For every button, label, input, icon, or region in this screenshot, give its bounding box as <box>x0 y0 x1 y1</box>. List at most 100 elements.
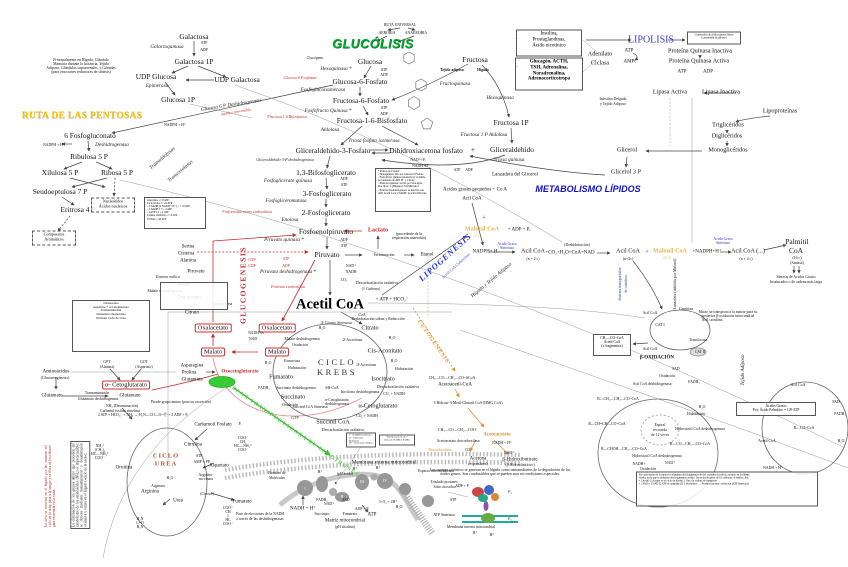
sintetasa: Sintetasa <box>716 240 730 245</box>
krebs-cycle-ring <box>272 323 388 421</box>
box-line: - 1 ATP x 2 = 2 ATP <box>147 211 169 215</box>
h-o: H₂O <box>264 360 272 365</box>
insulina-box: Insulina,Prostaglandinas,Ácido nicotínic… <box>516 29 582 57</box>
transaminación: Transaminación <box>84 390 110 395</box>
ampc: AMPc <box>623 59 637 65</box>
de-12-veces: de 12 veces <box>651 432 669 437</box>
edge <box>467 407 485 428</box>
glycolysis-title: GLUCÓLISIS <box>332 37 414 51</box>
amp-pp: AMP + PPᵢ <box>193 459 211 464</box>
palmitil: Palmitil <box>785 237 809 247</box>
h-o: H₂O <box>698 404 706 409</box>
pierde-grupo-amino-para-su-exc: Pierde grupo amino (para su excreción) <box>151 399 211 404</box>
puntos-de-control-box: * Puntos de Control- Hexoquinasa: inh. p… <box>375 168 431 212</box>
box-line: Piruvato Ciclo de Urea <box>96 315 126 320</box>
fructosa-1-p-aldolasa: Fructosa 1 P Aldolasa <box>460 132 508 139</box>
cis-aconitato: Cis-Aconitato <box>367 347 403 355</box>
gluconeogenesis-title: GLUCOGENESIS <box>238 245 248 325</box>
deshidrogenasa: Deshidrogenasa <box>95 142 129 149</box>
fructosa-6-fosfato: Fructosa-6-Fosfato <box>332 96 390 106</box>
sugar-ring-structure-icon <box>408 96 420 110</box>
fadh: FADH₂ <box>258 385 270 390</box>
en-cada-vuelta-de-la-espiral-s-box: En cada vuelta de la espiral se eliminan… <box>636 471 818 507</box>
box-line: Cadena Oxidativa => 6 ATP <box>147 214 178 218</box>
nadph-h: NADPH + H⁺ <box>164 122 186 127</box>
piruvato-deshidrogenasa: Piruvato deshidrogenasa * <box>259 269 317 276</box>
cetoglutarato: α-Cetoglutarato <box>358 402 398 410</box>
nad: NAD <box>248 336 258 341</box>
galactosa-1p: Galactosa 1P <box>174 57 214 67</box>
procedente-de-la-respiración-a: (procedente de la respiración anaerobia) <box>392 231 426 240</box>
nadh: NADH+ <box>632 461 646 466</box>
synthase-lobe-orange <box>491 493 499 501</box>
atp-sintetasa: ATP Sintetasa <box>433 512 455 517</box>
h: H⁺ <box>489 532 495 537</box>
2-c: (2 c) <box>663 255 671 260</box>
edge <box>197 65 227 78</box>
3-hidroxi-3-metil-glutaril-coa: 3-Hidroxi-3-Metil-Glutaril CoA (HMG CoA) <box>433 400 503 405</box>
paso-de-electrones-de-la-nadh: Paso de electrones de la NADH <box>235 511 285 516</box>
acil-coa: Acil CoA (...) <box>731 247 765 255</box>
box-line: Prostaglandinas, <box>532 37 566 43</box>
gliceraldehido-3-p-deshidrogen: Gliceraldehido-3-P deshidrogenasa <box>256 156 314 162</box>
hexoquinasa: Hexoquinasa * <box>320 66 352 73</box>
label: + <box>482 214 486 222</box>
síntesis-de-acidos-grasos: Síntesis de Acidos Grasos <box>776 274 816 279</box>
aspartato: Aspartato <box>209 463 229 469</box>
gdp: GDP <box>248 263 256 268</box>
udp-galactosa: UDP Galactosa <box>214 75 260 85</box>
panel-box <box>160 282 228 310</box>
complex-iii <box>355 474 369 490</box>
edge <box>162 498 171 506</box>
box-line: - Piruvato Quinasa: se inh. por Glucagón… <box>378 182 423 186</box>
oxalacetato-node: Oxalacetato <box>194 323 232 333</box>
xilulosa-5-p: Xilulosa 5 P <box>41 168 79 178</box>
edge <box>102 386 229 559</box>
acetona: Acetona <box>469 456 487 462</box>
ribulosa-5-p: Ribulosa 5 P <box>70 152 108 162</box>
box-line: En cada vuelta de la espiral se eliminan… <box>639 473 750 477</box>
nad-p: NAD⁺+Pᵢ <box>410 157 426 162</box>
glutamato: Glutamato <box>119 393 141 399</box>
triglicéridos: Triglicéridos <box>712 121 744 129</box>
succinil-coa: Succinil CoA <box>316 418 350 426</box>
edge <box>281 259 316 322</box>
gluconeogénesis: (Gluconeogénesis) <box>40 375 70 380</box>
fadh: FADH₂ <box>316 497 328 502</box>
etanol: Etanol <box>420 252 434 258</box>
glucosa-1p: Glucosa 1P <box>161 95 195 105</box>
edge <box>119 179 846 449</box>
sugar-ring-structure-icon <box>420 117 434 130</box>
co-h-o-coa-nad: +CO₂+H₂O+CoA+NAD <box>545 250 595 256</box>
box-line: TOTAL = 38 ATP <box>147 217 167 221</box>
h-o: H₂O <box>837 438 845 443</box>
arginasa: Arginasa <box>151 483 165 488</box>
edge <box>202 462 215 469</box>
edge <box>407 27 416 31</box>
box-line: Noradrenalina, <box>532 71 566 76</box>
de-carnitina: de carnitina <box>623 275 628 293</box>
atp: ATP <box>195 453 203 458</box>
fad: FAD <box>832 399 840 404</box>
box-line: * Puntos de Control <box>378 170 400 173</box>
edge <box>340 311 363 325</box>
complex-blob <box>399 483 411 495</box>
edge <box>210 492 235 501</box>
cat-i: CAT I <box>655 322 665 327</box>
edge <box>111 84 334 135</box>
acil-coa: Acil CoA <box>642 346 658 351</box>
citrulina: Citrulina <box>184 442 202 448</box>
atp: ATP <box>453 167 461 172</box>
6-fosfogluconato: 6 Fosfogluconato <box>64 131 116 141</box>
glucagón-acth-box: Glucagón, ACTH,TSH, Adrenalina,Noradrena… <box>515 57 583 91</box>
cisteína: Cisteína <box>177 251 195 257</box>
hígado: Hígado <box>477 67 489 72</box>
citrato: Citrato <box>361 324 379 332</box>
box-line: - Piruvato Deshidrogenasa: se inactiva c… <box>378 188 424 192</box>
sistema-transportador: Sistema transportador <box>617 267 622 301</box>
2-fosfoglicerato: 2-Fosfoglicerato <box>301 208 351 218</box>
coq <box>329 488 337 496</box>
carbamil-fosfato-sintetasa: Carbamil fosfato sintetasa <box>100 408 140 413</box>
